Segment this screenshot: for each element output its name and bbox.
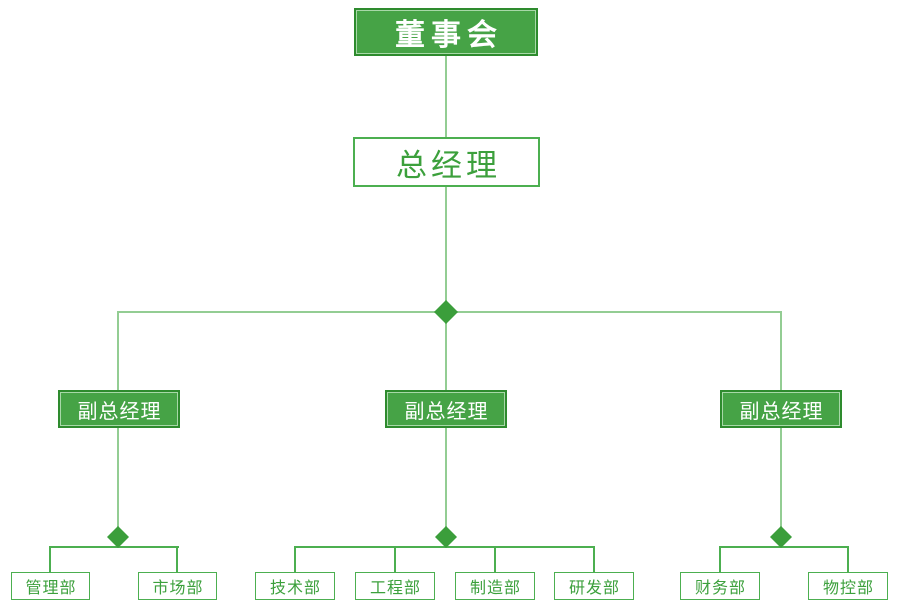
connector-group1-v2 [176, 546, 178, 572]
node-deputy-manager-2-label: 副总经理 [404, 400, 489, 423]
junction-diamond-group2 [435, 526, 457, 548]
connector-drop-right [780, 311, 782, 390]
junction-diamond-group1 [107, 526, 129, 548]
connector-gm-to-trunk [445, 187, 447, 313]
node-deputy-manager-2: 副总经理 [385, 390, 507, 428]
connector-drop-middle [445, 311, 447, 390]
node-deputy-manager-3: 副总经理 [720, 390, 842, 428]
node-dept-management-label: 管理部 [25, 580, 77, 597]
node-dept-engineering-label: 工程部 [369, 580, 421, 597]
node-dept-material-control: 物控部 [808, 572, 888, 600]
node-deputy-manager-3-label: 副总经理 [739, 400, 824, 423]
junction-diamond-trunk [434, 300, 458, 324]
connector-group2-v2 [394, 546, 396, 572]
connector-group2-v4 [593, 546, 595, 572]
node-dept-material-control-label: 物控部 [822, 580, 874, 597]
connector-group2-v1 [294, 546, 296, 572]
node-dept-rnd: 研发部 [554, 572, 634, 600]
node-general-manager: 总经理 [353, 137, 540, 187]
node-dept-engineering: 工程部 [355, 572, 435, 600]
node-dept-rnd-label: 研发部 [568, 580, 620, 597]
connector-group1-horizontal [49, 546, 179, 548]
connector-group3-v2 [847, 546, 849, 572]
connector-group2-horizontal [294, 546, 595, 548]
connector-deputy2-down [445, 428, 447, 538]
node-general-manager-label: 总经理 [396, 147, 501, 183]
node-dept-management: 管理部 [11, 572, 90, 600]
connector-deputy1-down [117, 428, 119, 538]
node-board-label: 董事会 [395, 19, 503, 52]
node-board: 董事会 [354, 8, 538, 56]
node-dept-technology-label: 技术部 [269, 580, 321, 597]
connector-board-to-gm [445, 56, 447, 137]
connector-drop-left [117, 311, 119, 390]
connector-deputy3-down [780, 428, 782, 538]
node-deputy-manager-1: 副总经理 [58, 390, 180, 428]
node-deputy-manager-1-label: 副总经理 [77, 400, 162, 423]
connector-group1-v1 [49, 546, 51, 572]
node-dept-finance: 财务部 [680, 572, 760, 600]
node-dept-manufacturing: 制造部 [455, 572, 535, 600]
node-dept-technology: 技术部 [255, 572, 335, 600]
connector-group3-v1 [719, 546, 721, 572]
node-dept-marketing: 市场部 [138, 572, 217, 600]
node-dept-manufacturing-label: 制造部 [469, 580, 521, 597]
node-dept-marketing-label: 市场部 [152, 580, 204, 597]
junction-diamond-group3 [770, 526, 792, 548]
node-dept-finance-label: 财务部 [694, 580, 746, 597]
connector-group2-v3 [494, 546, 496, 572]
connector-group3-horizontal [719, 546, 849, 548]
